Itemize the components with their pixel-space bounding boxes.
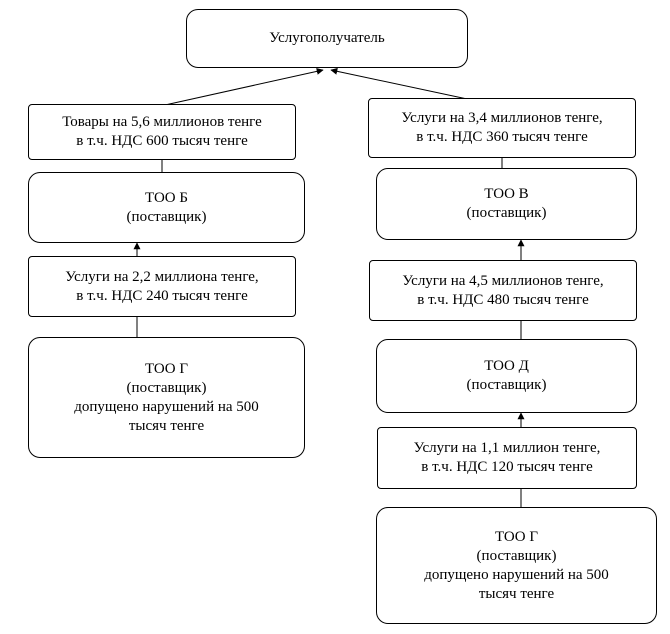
supplier-v-role: (поставщик) xyxy=(466,205,547,221)
left-flow-bottom-line-1: Услуги на 2,2 миллиона тенге, xyxy=(65,268,259,285)
right-flow-top-line-2: в т.ч. НДС 360 тысяч тенге xyxy=(416,129,588,145)
supplier-v-node: ТОО В (поставщик) xyxy=(376,168,637,240)
right-flow-top-node: Услуги на 3,4 миллионов тенге, в т.ч. НД… xyxy=(368,98,636,158)
edge-left-to-recipient xyxy=(164,67,324,106)
right-supplier-g-violation-1: допущено нарушений на 500 xyxy=(424,566,609,583)
right-flow-middle-line-1: Услуги на 4,5 миллионов тенге, xyxy=(402,272,604,289)
right-supplier-g-role: (поставщик) xyxy=(476,547,557,564)
supplier-d-role: (поставщик) xyxy=(466,377,547,393)
right-flow-middle-node: Услуги на 4,5 миллионов тенге, в т.ч. НД… xyxy=(369,260,637,321)
supplier-v-name: ТОО В xyxy=(484,186,529,202)
right-supplier-g-node: ТОО Г (поставщик) допущено нарушений на … xyxy=(376,507,657,624)
supplier-d-node: ТОО Д (поставщик) xyxy=(376,339,637,413)
right-supplier-g-violation-2: тысяч тенге xyxy=(478,585,555,602)
supplier-b-node: ТОО Б (поставщик) xyxy=(28,172,305,243)
left-flow-top-line-1: Товары на 5,6 миллионов тенге xyxy=(62,114,262,130)
right-flow-bottom-line-1: Услуги на 1,1 миллион тенге, xyxy=(413,440,601,456)
left-flow-top-line-2: в т.ч. НДС 600 тысяч тенге xyxy=(76,133,248,149)
right-flow-bottom-node: Услуги на 1,1 миллион тенге, в т.ч. НДС … xyxy=(377,427,637,489)
supplier-b-name: ТОО Б xyxy=(145,189,188,206)
left-flow-top-node: Товары на 5,6 миллионов тенге в т.ч. НДС… xyxy=(28,104,296,160)
left-flow-bottom-line-2: в т.ч. НДС 240 тысяч тенге xyxy=(76,287,248,304)
right-flow-bottom-line-2: в т.ч. НДС 120 тысяч тенге xyxy=(421,459,593,475)
left-supplier-g-node: ТОО Г (поставщик) допущено нарушений на … xyxy=(28,337,305,458)
left-supplier-g-role: (поставщик) xyxy=(126,379,207,396)
left-flow-bottom-node: Услуги на 2,2 миллиона тенге, в т.ч. НДС… xyxy=(28,256,296,317)
recipient-node: Услугополучатель xyxy=(186,9,468,68)
right-flow-top-line-1: Услуги на 3,4 миллионов тенге, xyxy=(401,110,603,126)
left-supplier-g-violation-2: тысяч тенге xyxy=(128,417,205,434)
supplier-d-name: ТОО Д xyxy=(484,358,529,374)
recipient-label: Услугополучатель xyxy=(269,30,385,46)
left-supplier-g-violation-1: допущено нарушений на 500 xyxy=(74,398,259,415)
right-flow-middle-line-2: в т.ч. НДС 480 тысяч тенге xyxy=(417,291,589,308)
right-supplier-g-name: ТОО Г xyxy=(494,528,539,545)
supplier-b-role: (поставщик) xyxy=(126,208,207,225)
left-supplier-g-name: ТОО Г xyxy=(144,360,189,377)
